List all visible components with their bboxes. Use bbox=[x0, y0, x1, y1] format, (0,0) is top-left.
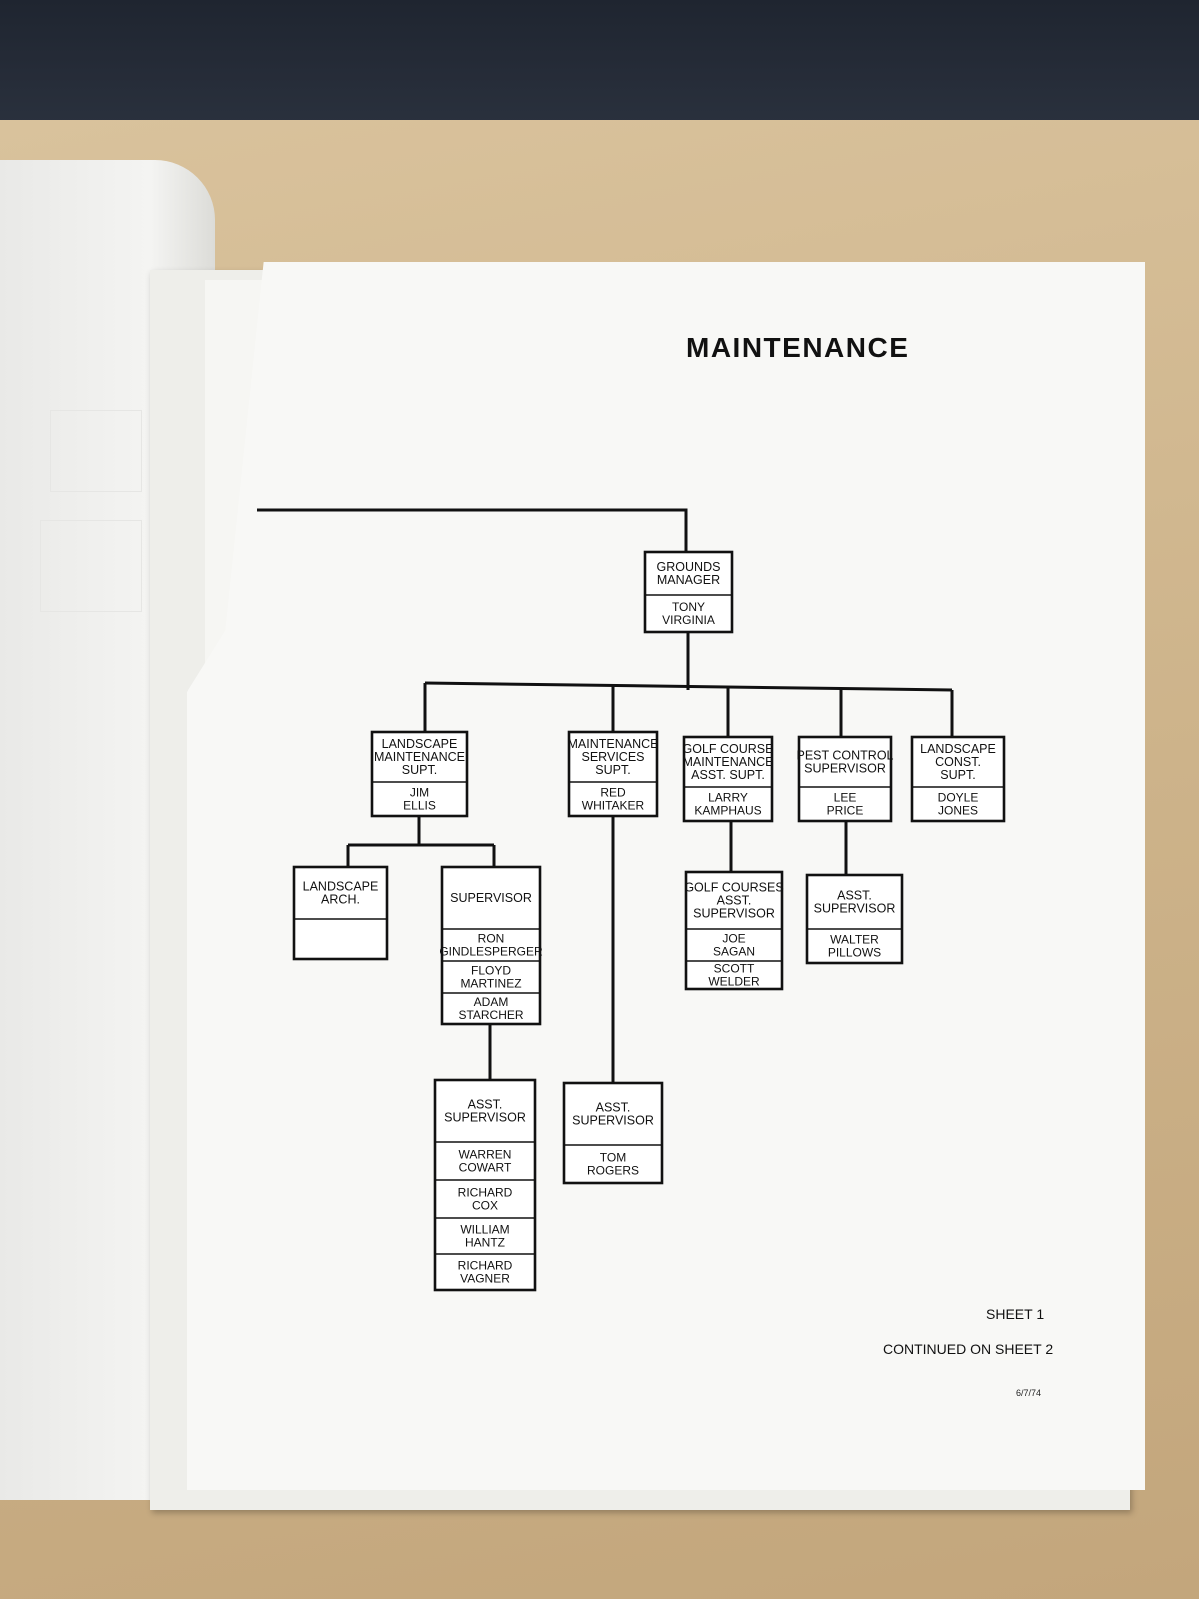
node-title-line: SUPERVISOR bbox=[450, 891, 532, 905]
node-box bbox=[567, 730, 659, 818]
node-title-line: CONST. bbox=[935, 755, 981, 769]
node-title-line: MAINTENANCE bbox=[374, 750, 465, 764]
node-title-line: SUPERVISOR bbox=[444, 1111, 526, 1125]
node-title-line: MANAGER bbox=[657, 573, 720, 587]
person-name-line: HANTZ bbox=[465, 1236, 505, 1250]
person-name-line: COX bbox=[472, 1199, 498, 1213]
node-title-line: SUPERVISOR bbox=[572, 1114, 654, 1128]
node-landscape-asst-supervisor: ASST.SUPERVISORWARRENCOWARTRICHARDCOXWIL… bbox=[433, 1078, 537, 1292]
person-name-line: JOE bbox=[722, 932, 745, 946]
person-name-line: RED bbox=[600, 786, 626, 800]
node-title-line: GROUNDS bbox=[657, 560, 721, 574]
person-name-line: LARRY bbox=[708, 791, 748, 805]
node-title-line: ASST. bbox=[717, 894, 752, 908]
person-name-line: STARCHER bbox=[458, 1008, 523, 1022]
node-title-line: MAINTENANCE bbox=[683, 755, 774, 769]
node-title-line: ASST. bbox=[837, 889, 872, 903]
node-title-line: PEST CONTROL bbox=[796, 749, 893, 763]
node-box bbox=[433, 1078, 537, 1292]
person-name-line: ADAM bbox=[474, 995, 509, 1009]
person-name-line: JONES bbox=[938, 804, 978, 818]
person-name-line: WARREN bbox=[459, 1148, 512, 1162]
person-name-line: VAGNER bbox=[460, 1272, 510, 1286]
person-name-line: WALTER bbox=[830, 933, 879, 947]
person-name-line: COWART bbox=[459, 1161, 512, 1175]
node-box bbox=[370, 730, 469, 818]
node-box bbox=[684, 870, 784, 991]
node-title-line: SERVICES bbox=[582, 750, 645, 764]
date-label: 6/7/74 bbox=[1016, 1388, 1042, 1398]
person-name-line: RICHARD bbox=[458, 1186, 513, 1200]
page-title: MAINTENANCE bbox=[686, 332, 910, 363]
node-box bbox=[797, 735, 893, 823]
connector-line bbox=[257, 508, 688, 552]
person-name-line: VIRGINIA bbox=[662, 613, 715, 627]
person-name-line: SCOTT bbox=[714, 962, 755, 976]
node-box bbox=[643, 550, 734, 634]
person-name-line: RICHARD bbox=[458, 1259, 513, 1273]
person-name-line: SAGAN bbox=[713, 945, 755, 959]
ghost-box bbox=[50, 410, 142, 492]
person-name-line: WILLIAM bbox=[460, 1223, 509, 1237]
person-name-line: WELDER bbox=[708, 975, 760, 989]
node-title-line: ASST. bbox=[468, 1098, 503, 1112]
node-title-line: GOLF COURSE bbox=[683, 742, 774, 756]
node-title-line: ARCH. bbox=[321, 893, 360, 907]
node-box bbox=[805, 873, 904, 965]
sheet-label: SHEET 1 bbox=[986, 1306, 1045, 1322]
person-name-line: KAMPHAUS bbox=[694, 804, 761, 818]
person-name-line: JIM bbox=[410, 786, 429, 800]
person-name-line: FLOYD bbox=[471, 964, 511, 978]
person-name-line: ROGERS bbox=[587, 1164, 639, 1178]
person-name-line: RON bbox=[478, 932, 505, 946]
node-title-line: ASST. bbox=[596, 1101, 631, 1115]
person-name-line: LEE bbox=[834, 791, 857, 805]
node-title-line: LANDSCAPE bbox=[303, 880, 379, 894]
person-name-line: ELLIS bbox=[403, 799, 436, 813]
node-title-line: SUPT. bbox=[402, 763, 437, 777]
node-title-line: SUPT. bbox=[595, 763, 630, 777]
person-name-line: MARTINEZ bbox=[460, 977, 521, 991]
node-title-line: SUPERVISOR bbox=[814, 902, 896, 916]
person-name-line: DOYLE bbox=[938, 791, 979, 805]
node-box bbox=[910, 735, 1006, 823]
person-name-line: PRICE bbox=[827, 804, 864, 818]
node-title-line: SUPT. bbox=[940, 768, 975, 782]
node-title-line: SUPERVISOR bbox=[804, 762, 886, 776]
node-title-line: MAINTENANCE bbox=[568, 737, 659, 751]
person-name-line: TONY bbox=[672, 600, 705, 614]
node-box bbox=[292, 865, 389, 961]
node-title-line: LANDSCAPE bbox=[920, 742, 996, 756]
person-name-line: TOM bbox=[600, 1151, 626, 1165]
node-box bbox=[440, 865, 542, 1026]
ghost-box bbox=[40, 520, 142, 612]
node-title-line: SUPERVISOR bbox=[693, 907, 775, 921]
node-title-line: LANDSCAPE bbox=[382, 737, 458, 751]
node-title-line: GOLF COURSES bbox=[684, 881, 783, 895]
person-name-line: GINDLESPERGER bbox=[439, 945, 543, 959]
connector-line bbox=[424, 681, 953, 692]
continued-label: CONTINUED ON SHEET 2 bbox=[883, 1341, 1054, 1357]
node-box bbox=[682, 735, 774, 823]
person-name-line: PILLOWS bbox=[828, 946, 881, 960]
person-name-line: WHITAKER bbox=[582, 799, 645, 813]
node-box bbox=[562, 1081, 664, 1185]
node-title-line: ASST. SUPT. bbox=[691, 768, 765, 782]
